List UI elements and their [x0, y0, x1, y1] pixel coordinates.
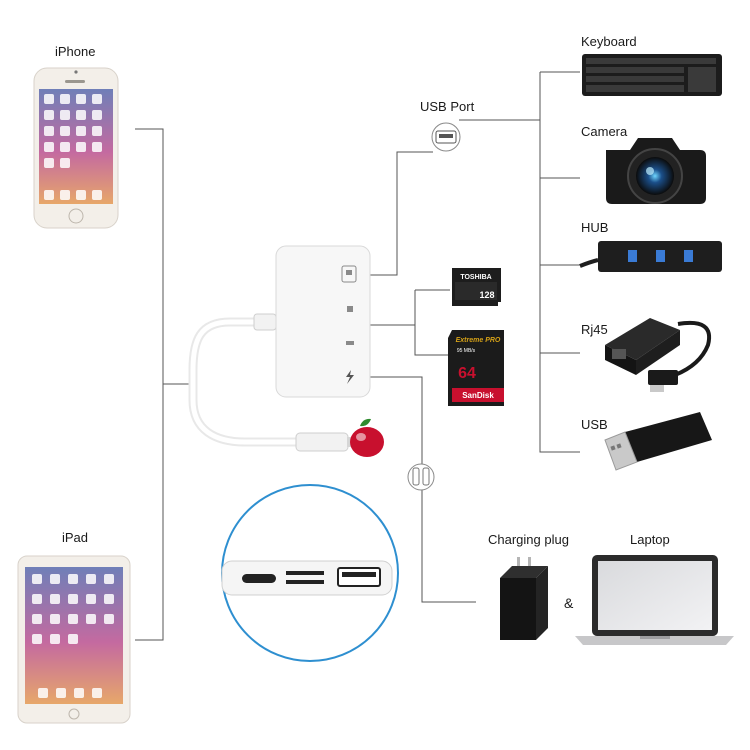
hub-image	[579, 241, 722, 272]
rj45-image	[605, 318, 712, 392]
laptop-image	[575, 555, 734, 645]
apple-logo-decoration	[350, 418, 384, 457]
ipad-label: iPad	[62, 530, 89, 545]
sd-line: Extreme PRO	[456, 337, 501, 344]
camera-label: Camera	[581, 124, 628, 139]
keyboard-image	[582, 54, 722, 96]
adapter-ports-zoom	[221, 484, 399, 662]
usb-port-icon	[431, 122, 461, 152]
sd-speed: 95 MB/s	[457, 348, 476, 354]
sd-capacity: 64	[458, 365, 476, 382]
iphone-image	[33, 67, 119, 229]
charging-plug-image	[500, 557, 548, 640]
adapter-body	[275, 245, 371, 398]
usb-stick-image	[604, 412, 712, 471]
peripheral-branch-lines	[540, 177, 580, 354]
peripheral-bus-line	[539, 71, 580, 453]
sd-brand: SanDisk	[462, 391, 494, 400]
laptop-label: Laptop	[630, 532, 670, 547]
charging-plug-label: Charging plug	[488, 532, 569, 547]
lightning-port-icon	[407, 463, 435, 491]
ipad-image	[17, 555, 131, 724]
sd-card-image: Extreme PRO 95 MB/s 64 SanDisk	[448, 330, 504, 406]
device-bracket-line	[135, 128, 164, 641]
hub-label: HUB	[581, 220, 609, 235]
usb-port-line	[368, 151, 433, 276]
adapter-cable	[188, 313, 359, 452]
camera-image	[606, 138, 706, 204]
rj45-label: Rj45	[581, 322, 608, 337]
microsd-capacity: 128	[479, 290, 494, 300]
microsd-card-image: TOSHIBA 128	[452, 268, 501, 306]
iphone-label: iPhone	[55, 44, 96, 59]
ampersand-label: &	[564, 595, 574, 611]
keyboard-label: Keyboard	[581, 34, 637, 49]
usb-port-label: USB Port	[420, 99, 475, 114]
card-slot-lines	[368, 289, 450, 356]
microsd-brand: TOSHIBA	[460, 274, 491, 281]
usb-label: USB	[581, 417, 608, 432]
